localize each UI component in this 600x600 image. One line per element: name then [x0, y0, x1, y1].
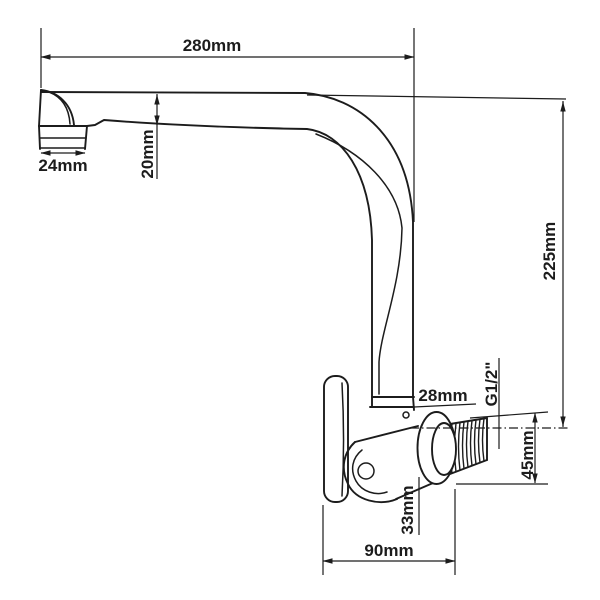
dimension-28mm: 28mm	[413, 386, 477, 408]
set-screw	[402, 411, 410, 419]
valve-bottom-edge	[395, 482, 434, 500]
dim-label-33: 33mm	[398, 485, 417, 534]
dimension-20mm: 20mm	[138, 94, 160, 179]
spout-head	[38, 89, 88, 150]
valve-cap-outer	[342, 441, 398, 503]
ext-line-top	[469, 411, 549, 419]
ext-line-top	[306, 94, 567, 100]
dimension-45mm: 45mm	[456, 411, 549, 485]
dim-label-28: 28mm	[418, 386, 467, 405]
dim-label-280: 280mm	[183, 36, 242, 55]
spout-nose-inner-curve	[48, 91, 71, 125]
dim-label-20: 20mm	[138, 129, 157, 178]
dim-label-45: 45mm	[518, 430, 537, 479]
tube-taper-line	[315, 133, 403, 395]
faucet-outline	[38, 89, 488, 503]
dim-label-225: 225mm	[540, 222, 559, 281]
dimension-33mm: 33mm	[398, 477, 420, 535]
leader-line	[413, 403, 477, 408]
valve-top-edge	[354, 425, 419, 443]
spout-outer-edge	[40, 91, 414, 398]
dimension-g12: G1/2"	[482, 358, 501, 449]
dimension-225mm: 225mm	[306, 94, 567, 427]
flange-inner-ring	[431, 422, 457, 476]
dimension-90mm: 90mm	[322, 489, 456, 575]
handle-body	[323, 375, 349, 503]
spout-inner-edge	[86, 119, 373, 408]
spout-head-left-edge	[38, 89, 42, 127]
spout-nose-curve	[40, 89, 75, 126]
collar-right-edge	[412, 396, 415, 411]
valve-cap-center	[357, 462, 375, 480]
dim-label-g12: G1/2"	[482, 362, 501, 407]
dimension-24mm: 24mm	[38, 150, 88, 175]
valve-body	[342, 425, 434, 503]
thread-top-edge	[449, 417, 488, 425]
dim-label-90: 90mm	[364, 541, 413, 560]
handle-inner-line	[341, 382, 345, 497]
handle	[323, 375, 349, 503]
valve-cap-inner	[351, 449, 388, 495]
dimension-280mm: 280mm	[40, 28, 415, 222]
dim-label-24: 24mm	[38, 156, 87, 175]
flange	[416, 411, 457, 485]
tube-collar	[369, 396, 415, 419]
